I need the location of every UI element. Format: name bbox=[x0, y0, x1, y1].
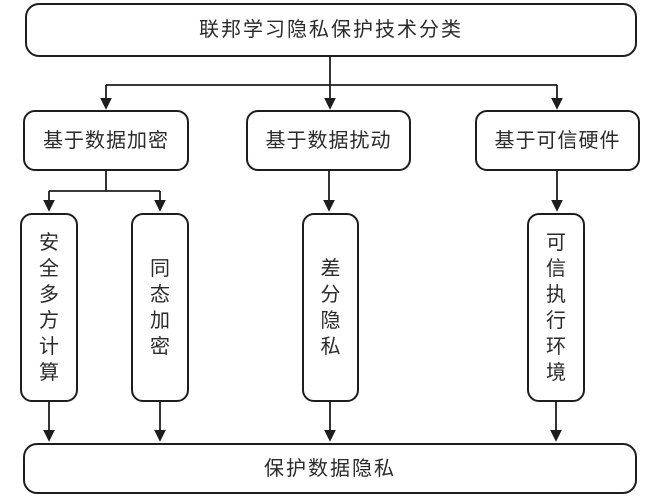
edges-encryption-to-children bbox=[43, 171, 166, 212]
edges-title-to-level2 bbox=[100, 57, 563, 110]
node-data-perturbation-label: 基于数据扰动 bbox=[265, 129, 392, 152]
edges-to-footer bbox=[43, 402, 562, 442]
node-secure-multiparty-computation-label: 安全多方计算 bbox=[39, 231, 59, 384]
node-footer: 保护数据隐私 bbox=[23, 443, 637, 494]
node-footer-label: 保护数据隐私 bbox=[264, 457, 396, 480]
node-homomorphic-encryption-label: 同态加密 bbox=[150, 257, 170, 358]
node-trusted-execution-environment-label: 可信执行环境 bbox=[546, 231, 566, 384]
node-differential-privacy: 差分隐私 bbox=[302, 213, 359, 402]
node-trusted-hardware-label: 基于可信硬件 bbox=[494, 129, 621, 152]
node-trusted-hardware: 基于可信硬件 bbox=[475, 110, 640, 171]
node-title: 联邦学习隐私保护技术分类 bbox=[25, 3, 637, 57]
node-data-encryption: 基于数据加密 bbox=[23, 110, 189, 171]
node-title-label: 联邦学习隐私保护技术分类 bbox=[199, 19, 463, 41]
node-secure-multiparty-computation: 安全多方计算 bbox=[20, 213, 78, 402]
node-data-perturbation: 基于数据扰动 bbox=[246, 110, 411, 171]
node-data-encryption-label: 基于数据加密 bbox=[43, 129, 169, 152]
node-differential-privacy-label: 差分隐私 bbox=[320, 257, 341, 358]
node-homomorphic-encryption: 同态加密 bbox=[131, 213, 189, 402]
node-trusted-execution-environment: 可信执行环境 bbox=[527, 213, 585, 402]
